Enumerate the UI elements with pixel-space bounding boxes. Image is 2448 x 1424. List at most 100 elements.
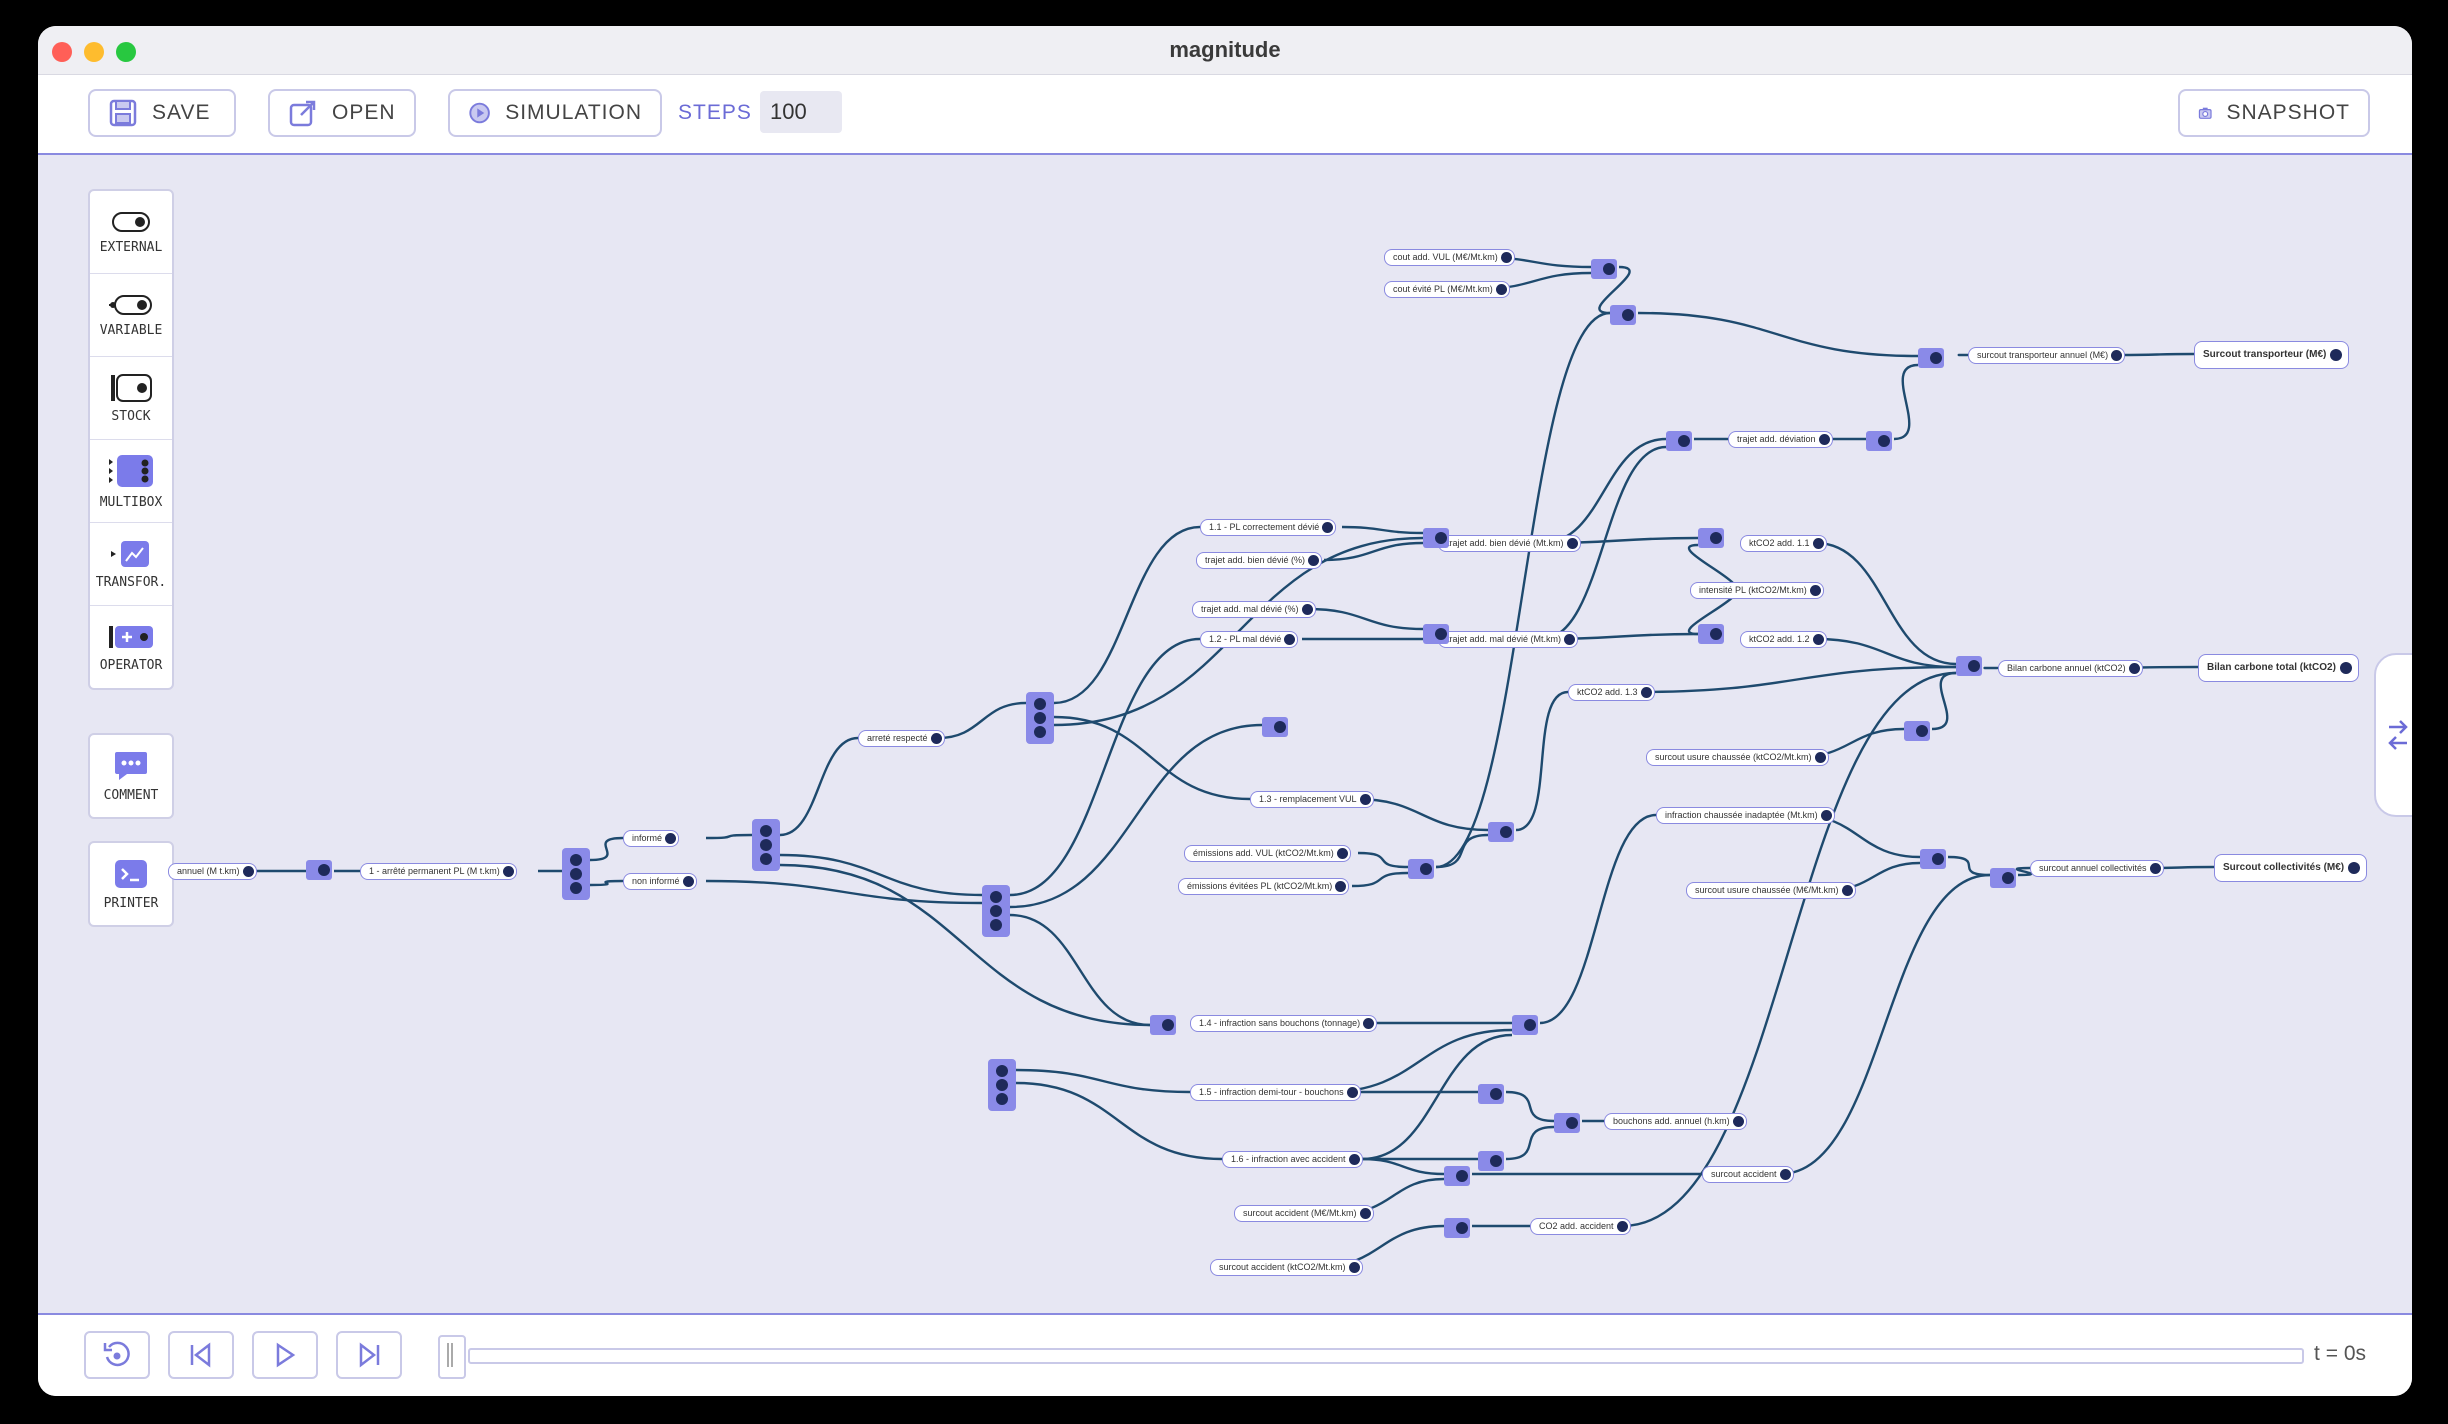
graph-node-emissions-evitees-pl[interactable]: émissions évitées PL (ktCO2/Mt.km) [1178, 878, 1350, 895]
graph-node-bilan-carbone-annuel[interactable]: Bilan carbone annuel (ktCO2) [1998, 660, 2143, 677]
graph-node-infraction-demi-tour[interactable]: 1.5 - infraction demi-tour - bouchons [1190, 1084, 1361, 1101]
graph-node-annuel[interactable]: annuel (M t.km) [168, 863, 257, 880]
graph-operator-multiply[interactable] [1444, 1218, 1470, 1238]
terminal-icon [115, 859, 147, 888]
graph-multibox[interactable] [752, 819, 780, 871]
graph-node-bouchons-add-annuel[interactable]: bouchons add. annuel (h.km) [1604, 1113, 1747, 1130]
graph-node-infraction-avec-accident[interactable]: 1.6 - infraction avec accident [1222, 1151, 1363, 1168]
timeline-slider[interactable] [468, 1348, 2304, 1364]
transform-icon [111, 540, 149, 567]
graph-node-infraction-sans-bouchons[interactable]: 1.4 - infraction sans bouchons (tonnage) [1190, 1015, 1378, 1032]
graph-node-remplacement-vul[interactable]: 1.3 - remplacement VUL [1250, 791, 1374, 808]
graph-node-arrete-permanent[interactable]: 1 - arrêté permanent PL (M t.km) [360, 863, 517, 880]
step-forward-button[interactable] [336, 1331, 402, 1379]
graph-operator-multiply[interactable] [1423, 624, 1449, 644]
minimize-window-button[interactable] [84, 42, 104, 62]
node-palette: EXTERNAL VARIABLE STOCK MULTIBOX TRANSFO… [88, 189, 174, 690]
close-window-button[interactable] [52, 42, 72, 62]
reset-button[interactable] [84, 1331, 150, 1379]
step-back-button[interactable] [168, 1331, 234, 1379]
graph-operator-multiply[interactable] [1904, 721, 1930, 741]
graph-node-emissions-add-vul[interactable]: émissions add. VUL (ktCO2/Mt.km) [1184, 845, 1351, 862]
graph-node-surcout-usure-meur[interactable]: surcout usure chaussée (M€/Mt.km) [1686, 882, 1856, 899]
palette-external[interactable]: EXTERNAL [90, 191, 172, 274]
graph-operator-add[interactable] [1554, 1113, 1580, 1133]
graph-node-surcout-accident[interactable]: surcout accident [1702, 1166, 1794, 1183]
graph-multibox[interactable] [562, 848, 590, 900]
palette-transform[interactable]: TRANSFOR. [90, 523, 172, 606]
graph-node-ktco2-add-13[interactable]: ktCO2 add. 1.3 [1568, 684, 1655, 701]
graph-node-co2-add-accident[interactable]: CO2 add. accident [1530, 1218, 1631, 1235]
graph-operator-transform[interactable] [306, 860, 332, 880]
graph-operator-add[interactable] [1990, 868, 2016, 888]
graph-node-informe[interactable]: informé [623, 830, 680, 847]
graph-node-pl-correctement-devie[interactable]: 1.1 - PL correctement dévié [1200, 519, 1337, 536]
graph-operator-add[interactable] [1666, 431, 1692, 451]
graph-node-pl-mal-devie[interactable]: 1.2 - PL mal dévié [1200, 631, 1299, 648]
graph-multibox[interactable] [1026, 692, 1054, 744]
graph-output-surcout-transporteur[interactable]: Surcout transporteur (M€) [2194, 341, 2350, 369]
graph-node-infraction-chaussee[interactable]: infraction chaussée inadaptée (Mt.km) [1656, 807, 1835, 824]
graph-node-surcout-accident-meur[interactable]: surcout accident (M€/Mt.km) [1234, 1205, 1374, 1222]
graph-node-non-informe[interactable]: non informé [623, 873, 697, 890]
graph-operator-transform[interactable] [1478, 1084, 1504, 1104]
edge [1931, 671, 1957, 731]
graph-operator-transform[interactable] [1478, 1151, 1504, 1171]
steps-input[interactable] [760, 91, 842, 133]
edge [1053, 715, 1251, 801]
graph-operator-multiply[interactable] [1610, 305, 1636, 325]
maximize-window-button[interactable] [116, 42, 136, 62]
graph-operator-add[interactable] [1408, 859, 1434, 879]
graph-operator-transform[interactable] [1866, 431, 1892, 451]
graph-operator-multiply[interactable] [1920, 849, 1946, 869]
graph-operator-multiply[interactable] [1698, 624, 1724, 644]
graph-node-intensite-pl[interactable]: intensité PL (ktCO2/Mt.km) [1690, 582, 1824, 599]
graph-operator-add[interactable] [1956, 656, 1982, 676]
timeline-handle[interactable] [438, 1335, 466, 1379]
palette-multibox[interactable]: MULTIBOX [90, 440, 172, 523]
graph-operator-add[interactable] [1591, 259, 1617, 279]
multibox-icon [109, 454, 153, 487]
graph-output-surcout-collectivites[interactable]: Surcout collectivités (M€) [2214, 854, 2368, 882]
edge [1357, 851, 1409, 869]
graph-node-surcout-transporteur-annuel[interactable]: surcout transporteur annuel (M€) [1968, 347, 2126, 364]
play-button[interactable] [252, 1331, 318, 1379]
graph-operator-multiply[interactable] [1423, 528, 1449, 548]
graph-node-surcout-usure-ktco2[interactable]: surcout usure chaussée (ktCO2/Mt.km) [1646, 749, 1829, 766]
snapshot-button[interactable]: SNAPSHOT [2178, 89, 2370, 137]
edge [1637, 311, 1919, 358]
graph-node-trajet-mal-devie-pct[interactable]: trajet add. mal dévié (%) [1192, 601, 1316, 618]
graph-node-ktco2-add-11[interactable]: ktCO2 add. 1.1 [1740, 535, 1827, 552]
palette-transform-label: TRANSFOR. [95, 574, 167, 590]
graph-operator-add[interactable] [1918, 348, 1944, 368]
palette-variable[interactable]: VARIABLE [90, 274, 172, 357]
graph-operator-multiply[interactable] [1488, 822, 1514, 842]
graph-operator-add[interactable] [1512, 1015, 1538, 1035]
graph-operator-transform[interactable] [1262, 717, 1288, 737]
save-button[interactable]: SAVE [88, 89, 236, 137]
graph-operator-multiply[interactable] [1444, 1166, 1470, 1186]
graph-multibox[interactable] [982, 885, 1010, 937]
palette-stock[interactable]: STOCK [90, 357, 172, 440]
palette-comment[interactable]: COMMENT [88, 733, 174, 819]
side-panel-toggle[interactable] [2374, 653, 2412, 817]
open-button[interactable]: OPEN [268, 89, 416, 137]
graph-output-bilan-carbone-total[interactable]: Bilan carbone total (ktCO2) [2198, 654, 2359, 682]
graph-node-arrete-respecte[interactable]: arreté respecté [858, 730, 945, 747]
graph-multibox[interactable] [988, 1059, 1016, 1111]
graph-node-cout-evite-pl[interactable]: cout évité PL (M€/Mt.km) [1384, 281, 1510, 298]
graph-node-surcout-annuel-collectivites[interactable]: surcout annuel collectivités [2030, 860, 2164, 877]
graph-node-trajet-add-deviation[interactable]: trajet add. déviation [1728, 431, 1833, 448]
graph-node-trajet-bien-devie-mtkm[interactable]: trajet add. bien dévié (Mt.km) [1438, 535, 1581, 552]
simulation-button[interactable]: SIMULATION [448, 89, 662, 137]
graph-node-surcout-accident-ktco2[interactable]: surcout accident (ktCO2/Mt.km) [1210, 1259, 1363, 1276]
graph-operator-add[interactable] [1150, 1015, 1176, 1035]
graph-operator-multiply[interactable] [1698, 528, 1724, 548]
palette-operator[interactable]: OPERATOR [90, 606, 172, 688]
graph-node-ktco2-add-12[interactable]: ktCO2 add. 1.2 [1740, 631, 1827, 648]
model-canvas[interactable]: EXTERNAL VARIABLE STOCK MULTIBOX TRANSFO… [38, 155, 2412, 1313]
graph-node-trajet-bien-devie-pct[interactable]: trajet add. bien dévié (%) [1196, 552, 1323, 569]
graph-node-trajet-mal-devie-mtkm[interactable]: trajet add. mal dévié (Mt.km) [1438, 631, 1579, 648]
graph-node-cout-add-vul[interactable]: cout add. VUL (M€/Mt.km) [1384, 249, 1515, 266]
palette-printer[interactable]: PRINTER [88, 841, 174, 927]
